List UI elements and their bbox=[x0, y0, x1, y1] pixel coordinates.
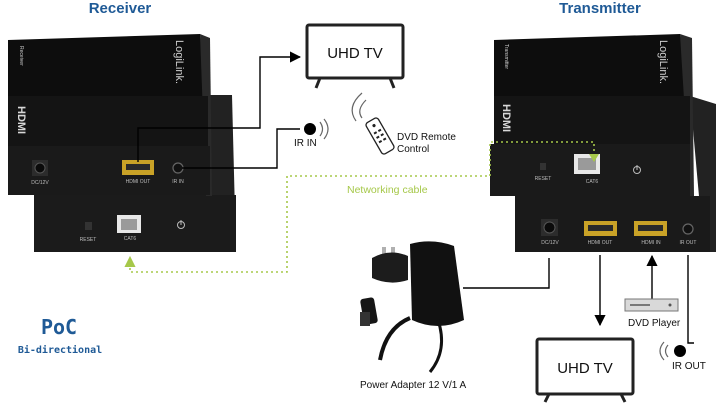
uhd-tv-bottom: UHD TV bbox=[535, 337, 635, 403]
receiver-reset-label: RESET bbox=[80, 237, 97, 243]
power-adapter-label: Power Adapter 12 V/1 A bbox=[360, 380, 467, 391]
networking-cable: Networking cable bbox=[124, 141, 599, 273]
receiver-front-box: Receiver LogiLink. HDMI DC/12V HDMI OUT … bbox=[8, 34, 212, 196]
power-line bbox=[463, 258, 550, 289]
transmitter-front-box: Transmitter LogiLink. HDMI RESET CAT6 bbox=[490, 34, 694, 196]
receiver-ir-in-jack bbox=[172, 162, 184, 174]
transmitter-reset-label: RESET bbox=[535, 176, 552, 182]
transmitter-hdmi-out-label: HDMI OUT bbox=[588, 240, 613, 246]
power-adapter: Power Adapter 12 V/1 A bbox=[360, 241, 467, 391]
transmitter-ir-out-label: IR OUT bbox=[680, 240, 697, 246]
transmitter-hdmi-in-label: HDMI IN bbox=[641, 240, 661, 246]
transmitter-back-box: DC/12V HDMI OUT HDMI IN IR OUT bbox=[515, 96, 716, 252]
ir-out-emitter bbox=[674, 345, 686, 357]
transmitter-ir-out-jack bbox=[682, 223, 694, 235]
receiver-ir-in-label: IR IN bbox=[172, 179, 184, 185]
receiver-reset-button bbox=[85, 222, 92, 230]
transmitter-cat6-label: CAT6 bbox=[586, 179, 599, 185]
dvd-remote-group: DVD Remote Control bbox=[351, 92, 456, 155]
dvd-player: DVD Player bbox=[624, 298, 681, 329]
receiver-dc-label: DC/12V bbox=[31, 180, 49, 186]
ir-out-label: IR OUT bbox=[672, 361, 706, 372]
tv-bottom-label: UHD TV bbox=[557, 360, 613, 377]
transmitter-ir-out-line: IR OUT bbox=[659, 255, 706, 372]
transmitter-heading: Transmitter bbox=[559, 0, 641, 17]
networking-cable-label: Networking cable bbox=[347, 184, 428, 196]
receiver-side-label: Receiver bbox=[18, 46, 24, 66]
receiver-unit: RESET CAT6 Receiver LogiLink. HDMI DC/12… bbox=[8, 34, 236, 252]
receiver-ir-line: IR IN bbox=[182, 118, 329, 169]
receiver-hdmi-out-label: HDMI OUT bbox=[126, 179, 151, 185]
remote-label-line2: Control bbox=[397, 144, 429, 155]
poc-title: PoC bbox=[41, 315, 77, 339]
receiver-heading: Receiver bbox=[89, 0, 152, 17]
tv-top-label: UHD TV bbox=[327, 45, 383, 62]
poc-subtitle: Bi-directional bbox=[18, 344, 102, 356]
transmitter-unit: DC/12V HDMI OUT HDMI IN IR OUT Transmitt… bbox=[490, 34, 716, 252]
poc-block: PoC Bi-directional bbox=[18, 315, 102, 356]
ir-in-receiver-eye bbox=[304, 123, 316, 135]
ir-in-signal-icon bbox=[319, 118, 329, 140]
receiver-brand-logo: LogiLink. bbox=[173, 40, 185, 84]
remote-signal-icon bbox=[351, 92, 367, 122]
receiver-hdmi-logo: HDMI bbox=[15, 106, 27, 134]
uhd-tv-top: UHD TV bbox=[305, 23, 405, 89]
transmitter-side-label: Transmitter bbox=[503, 44, 509, 69]
remote-control-icon bbox=[365, 117, 395, 155]
transmitter-hdmi-logo: HDMI bbox=[500, 104, 512, 132]
dvd-player-label: DVD Player bbox=[628, 318, 681, 329]
transmitter-reset-button bbox=[540, 163, 546, 170]
remote-label-line1: DVD Remote bbox=[397, 132, 456, 143]
transmitter-brand-logo: LogiLink. bbox=[657, 40, 669, 84]
ir-in-label: IR IN bbox=[294, 138, 317, 149]
ir-out-signal-icon bbox=[659, 341, 669, 361]
transmitter-dc-label: DC/12V bbox=[541, 240, 559, 246]
receiver-cat6-label: CAT6 bbox=[124, 236, 137, 242]
receiver-hdmi-line bbox=[137, 51, 302, 162]
